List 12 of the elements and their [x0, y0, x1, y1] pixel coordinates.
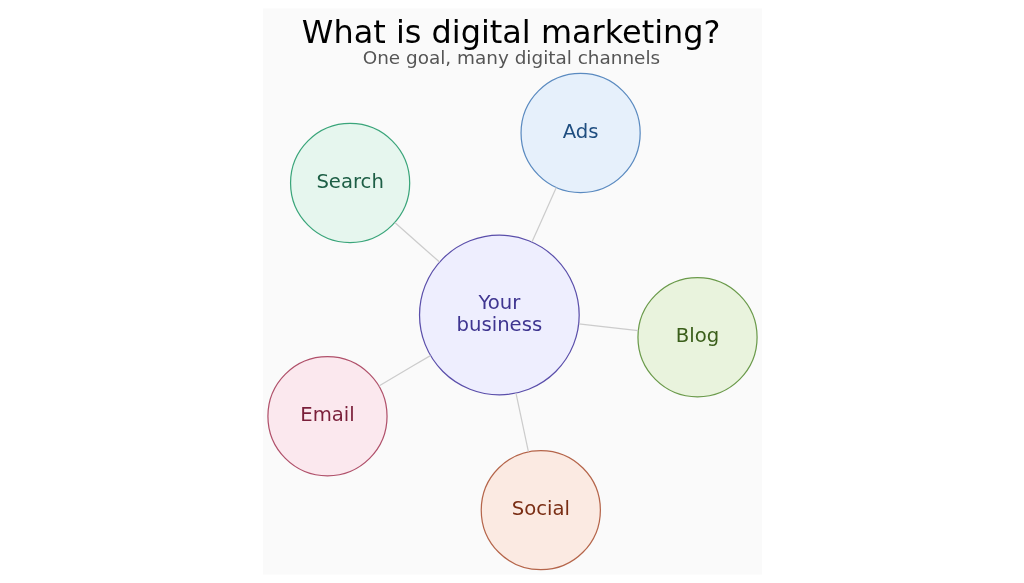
diagram-title: What is digital marketing?: [301, 12, 720, 51]
node-circle: Ads: [519, 72, 641, 194]
connector: [393, 221, 440, 263]
connector: [514, 392, 529, 453]
node-circle: Email: [266, 356, 388, 477]
connector: [530, 186, 557, 243]
connector: [377, 355, 431, 387]
connector: [577, 323, 639, 332]
node-circle: Social: [480, 449, 601, 571]
node-circle: Blog: [636, 277, 758, 398]
node-circle: Search: [289, 122, 410, 244]
node-circle: Your business: [418, 234, 580, 396]
